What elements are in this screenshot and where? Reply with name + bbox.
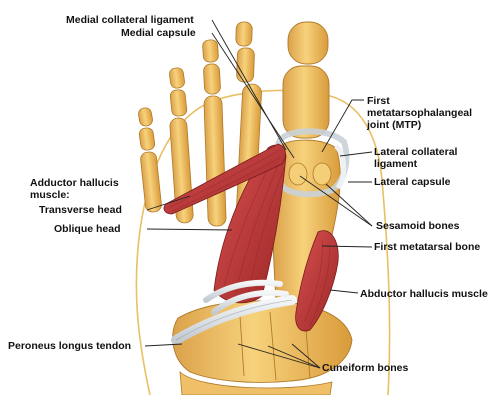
label-first-mtp-joint: First metatarsophalangeal joint (MTP) [367, 95, 477, 131]
label-transverse-head: Transverse head [39, 204, 122, 216]
label-lateral-collateral-ligament: Lateral collateral ligament [374, 146, 474, 170]
label-peroneus-longus-tendon: Peroneus longus tendon [8, 340, 131, 352]
great-toe-bones [283, 22, 329, 138]
label-oblique-head: Oblique head [54, 223, 121, 235]
label-first-metatarsal-bone: First metatarsal bone [374, 241, 480, 253]
label-medial-collateral-ligament: Medial collateral ligament [66, 14, 194, 26]
label-abductor-hallucis-muscle: Abductor hallucis muscle [360, 288, 488, 300]
label-adductor-hallucis-muscle: Adductor hallucis muscle: [30, 177, 122, 201]
label-cuneiform-bones: Cuneiform bones [322, 362, 408, 374]
label-lateral-capsule: Lateral capsule [374, 176, 450, 188]
label-medial-capsule: Medial capsule [121, 27, 196, 39]
label-sesamoid-bones: Sesamoid bones [376, 220, 459, 232]
